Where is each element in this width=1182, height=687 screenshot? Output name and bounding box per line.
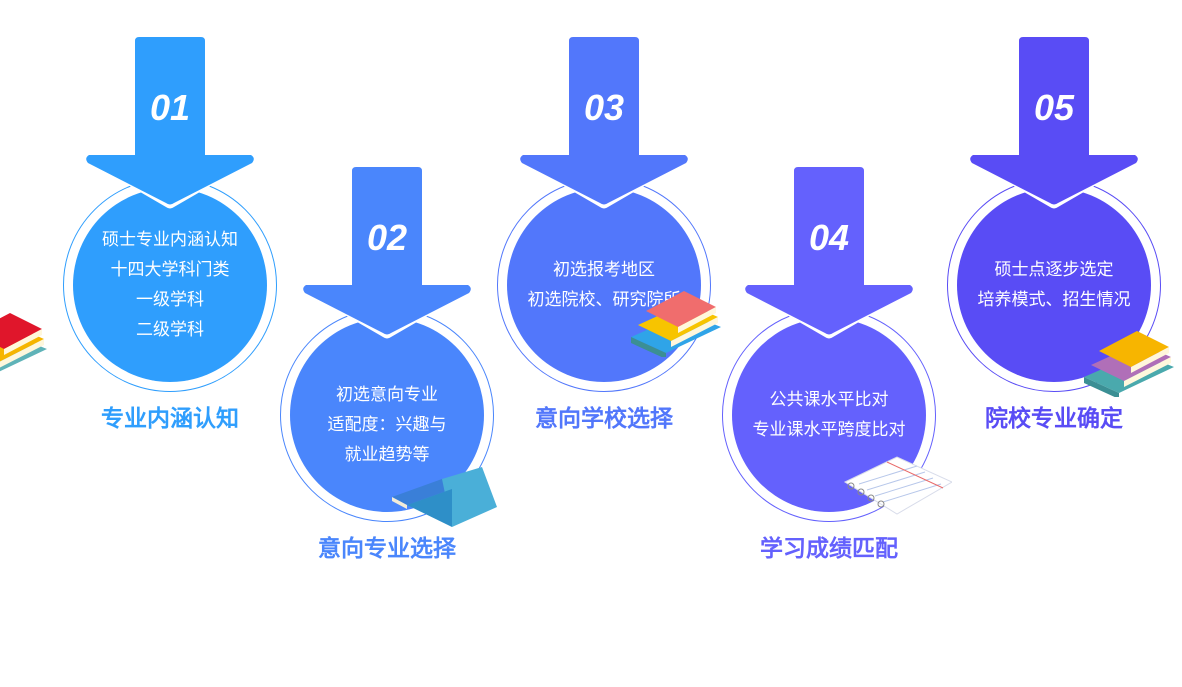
step-title: 意向专业选择 [318,536,456,562]
step-text-line: 初选院校、研究院所 [527,290,681,310]
step-description: 硕士点逐步选定培养模式、招生情况 [957,255,1151,315]
step-text-line: 二级学科 [136,320,204,340]
step-title: 院校专业确定 [985,406,1123,432]
book-stack-icon [631,291,721,357]
step-number: 05 [1033,87,1075,128]
step-text-line: 适配度：兴趣与 [327,415,447,435]
step-circle [73,188,267,382]
step-text-line: 培养模式、招生情况 [977,290,1131,310]
step-text-line: 就业趋势等 [344,445,430,465]
step-text-line: 硕士点逐步选定 [994,260,1114,280]
step-description: 初选意向专业适配度：兴趣与就业趋势等 [290,380,484,470]
step-title: 意向学校选择 [535,406,673,432]
step-2: 02 初选意向专业适配度：兴趣与就业趋势等 意向专业选择 [267,167,507,687]
book-stack-icon [1084,331,1174,397]
down-arrow-icon [745,167,913,339]
down-arrow-icon [970,37,1138,209]
step-3: 03 初选报考地区初选院校、研究院所 意向学校选择 [484,37,724,557]
step-text-line: 一级学科 [136,290,204,310]
step-text-line: 硕士专业内涵认知 [102,230,238,250]
step-text-line: 初选报考地区 [553,260,655,280]
step-number: 03 [583,87,625,128]
step-description: 硕士专业内涵认知十四大学科门类一级学科二级学科 [73,225,267,345]
step-text-line: 公共课水平比对 [769,390,889,410]
step-title: 学习成绩匹配 [760,536,898,562]
open-book-icon [392,467,497,527]
step-number: 01 [149,87,191,128]
down-arrow-icon [86,37,254,209]
down-arrow-icon [303,167,471,339]
step-text-line: 专业课水平跨度比对 [752,420,906,440]
step-description: 初选报考地区初选院校、研究院所 [507,255,701,315]
step-text-line: 初选意向专业 [336,385,438,405]
step-title: 专业内涵认知 [101,406,239,432]
step-number: 04 [808,217,850,258]
down-arrow-icon [520,37,688,209]
step-number: 02 [366,217,408,258]
step-5: 05 硕士点逐步选定培养模式、招生情况 院校专业确定 [934,37,1174,557]
step-1: 01 硕士专业内涵认知十四大学科门类一级学科二级学科 专业内涵认知 [0,37,290,557]
notebook-icon [843,456,952,515]
step-4: 04 公共课水平比对专业课水平跨度比对 学习成绩匹配 [709,167,952,687]
step-text-line: 十四大学科门类 [110,260,230,280]
step-description: 公共课水平比对专业课水平跨度比对 [732,385,926,445]
book-stack-icon [0,313,47,372]
